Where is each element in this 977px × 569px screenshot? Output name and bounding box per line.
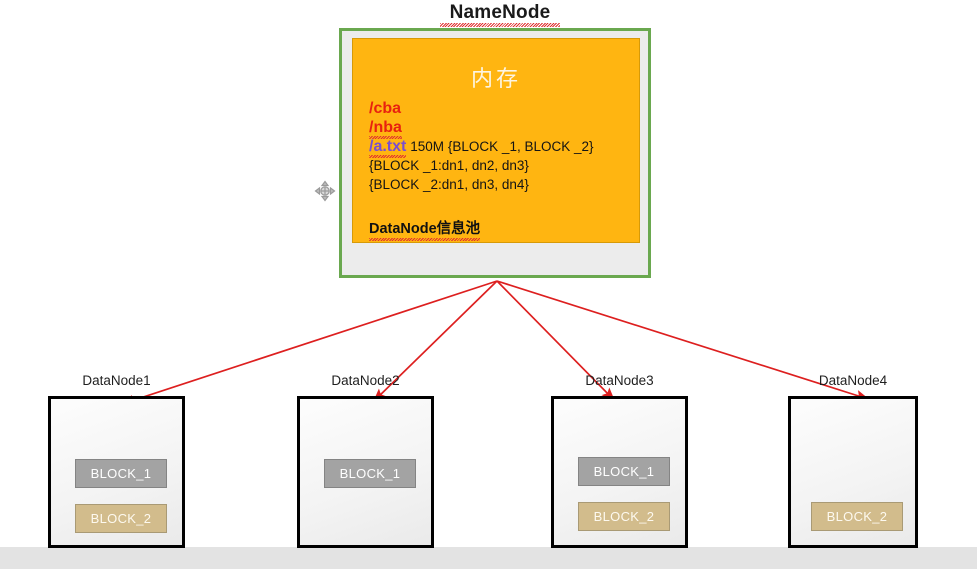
file-size: 150M [410, 139, 445, 154]
datanode2-box: BLOCK_1 [297, 396, 434, 548]
memory-path-row: /cba [369, 99, 631, 118]
datanode3-block-1: BLOCK_1 [578, 457, 670, 486]
datanode4-block-2: BLOCK_2 [811, 502, 903, 531]
path-nba: /nba [369, 118, 402, 139]
path-nba-text: /nba [369, 119, 402, 136]
namenode-title-text: NameNode [449, 2, 551, 23]
file-name-text: /a.txt [369, 138, 407, 155]
spellcheck-underline-icon [369, 155, 407, 158]
namenode-title: NameNode [440, 2, 560, 27]
datanode1-block-2: BLOCK_2 [75, 504, 167, 533]
file-name-atxt: /a.txt [369, 137, 407, 158]
bottom-strip [0, 547, 977, 569]
spellcheck-underline-icon [369, 136, 402, 139]
datanode3-box: BLOCK_1 BLOCK_2 [551, 396, 688, 548]
block-location-row: {BLOCK _2:dn1, dn3, dn4} [369, 177, 529, 192]
block-location-row: {BLOCK _1:dn1, dn2, dn3} [369, 158, 529, 173]
datanode2-label: DataNode2 [331, 373, 400, 388]
datanode4-box: BLOCK_2 [788, 396, 918, 548]
memory-path-row: /nba [369, 118, 631, 139]
datanode-pool-label: DataNode信息池 [369, 217, 481, 241]
datanode2-block-1: BLOCK_1 [324, 459, 416, 488]
namenode-memory-box: 内存 /cba /nba /a.txt 150M {BLOCK _1, BLOC… [352, 38, 640, 243]
datanode4-label: DataNode4 [818, 373, 888, 388]
move-handle-icon[interactable] [314, 180, 336, 202]
datanode3-label: DataNode3 [585, 373, 654, 388]
memory-title: 内存 [470, 67, 521, 92]
datanode-pool-text: DataNode信息池 [369, 221, 481, 237]
spellcheck-underline-icon [369, 238, 481, 241]
datanode1-label: DataNode1 [82, 373, 151, 388]
datanode3-block-2: BLOCK_2 [578, 502, 670, 531]
file-block-list: {BLOCK _1, BLOCK _2} [447, 139, 594, 154]
memory-file-row: /a.txt 150M {BLOCK _1, BLOCK _2} [369, 137, 631, 158]
datanode1-box: BLOCK_1 BLOCK_2 [48, 396, 185, 548]
memory-content: /cba /nba /a.txt 150M {BLOCK _1, BLOCK _… [369, 99, 631, 194]
path-cba: /cba [369, 99, 401, 118]
spellcheck-underline-icon [440, 23, 560, 27]
path-cba-text: /cba [369, 100, 402, 117]
datanode1-block-1: BLOCK_1 [75, 459, 167, 488]
